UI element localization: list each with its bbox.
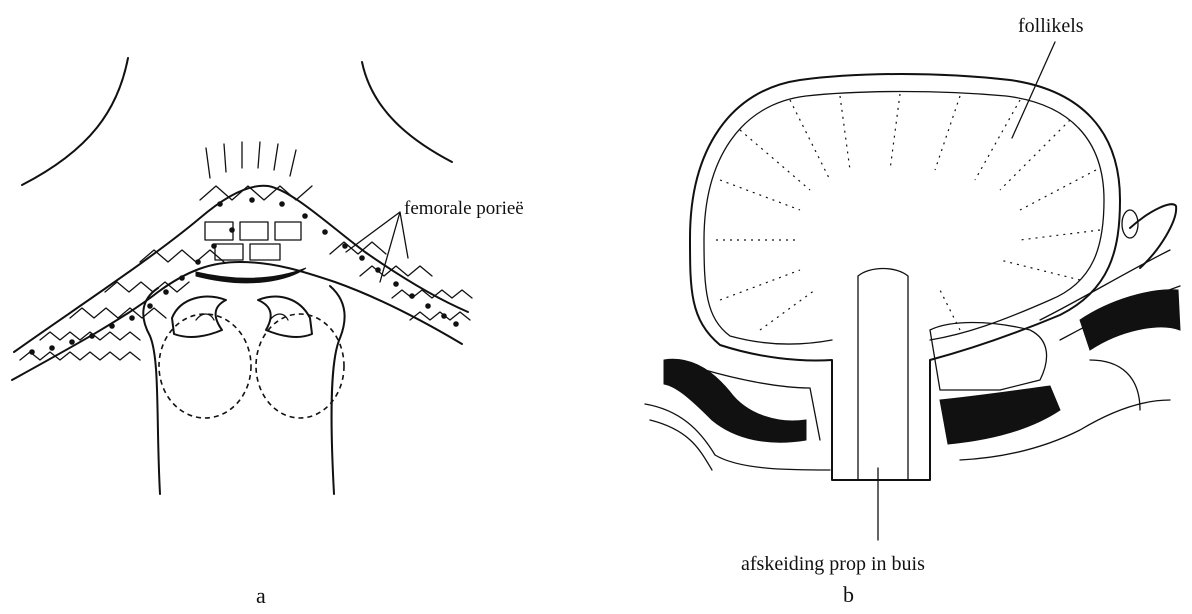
body-outline-left [22, 58, 128, 185]
caption-b: b [843, 582, 854, 607]
tissue-right [940, 386, 1060, 444]
label-secretion-plug: afskeiding prop in buis [741, 553, 925, 575]
scales-right [330, 242, 472, 326]
cloacal-slit [196, 268, 306, 283]
body-outline-right [362, 62, 452, 162]
label-follicles: follikels [1018, 15, 1084, 37]
scales-left [20, 228, 234, 360]
panel-b-drawing [645, 42, 1180, 540]
tissue-right-dark [1080, 290, 1180, 350]
hemipenis-sac-right [256, 314, 344, 418]
label-femoral-pores: femorale porieë [404, 198, 524, 219]
scales-center [200, 142, 327, 260]
plug-body-right [930, 323, 1047, 391]
hemipenis-sac-left [159, 314, 251, 418]
follicle-boundary [704, 92, 1104, 345]
tissue-left [664, 359, 806, 442]
duct-plug [858, 269, 908, 481]
panel-a-drawing [12, 58, 472, 494]
caption-a: a [256, 583, 266, 608]
tail-base-outline-right [330, 286, 345, 494]
tail-base-outline [143, 288, 160, 494]
